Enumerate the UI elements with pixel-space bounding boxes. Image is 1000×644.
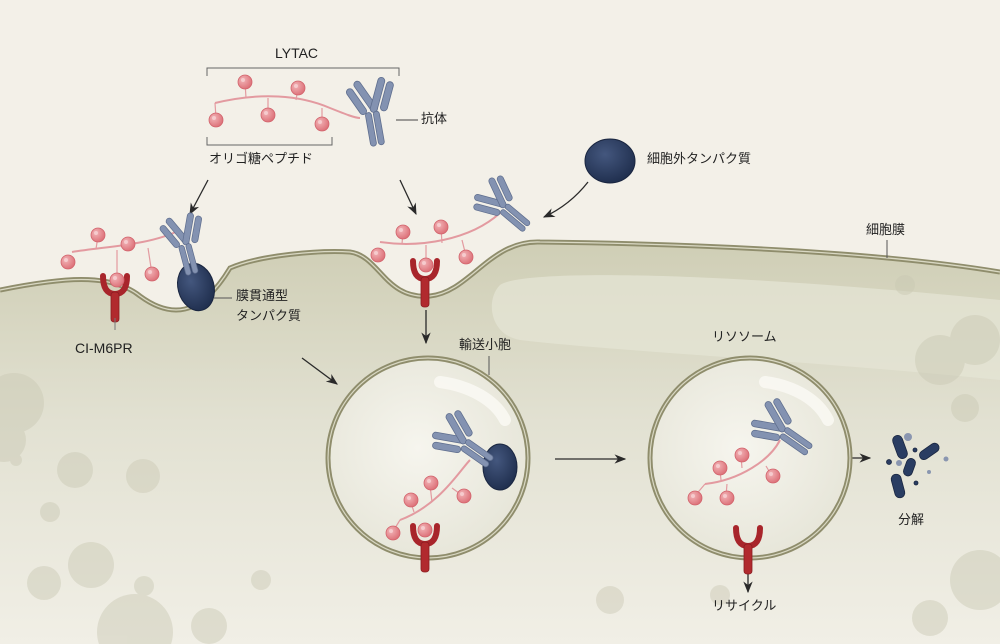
step1-complex (60, 208, 232, 330)
antibody-label: 抗体 (421, 112, 448, 127)
lytac-legend (206, 67, 418, 150)
lysosome (647, 355, 853, 574)
degradation-fragments (886, 433, 949, 499)
recycle-label: リサイクル (712, 599, 777, 614)
lysosome-label: リソソーム (712, 330, 777, 345)
step1-receptor-complex (370, 169, 543, 307)
transport-vesicle-label: 輸送小胞 (459, 338, 512, 353)
cell-membrane-label: 細胞膜 (866, 223, 906, 238)
extracellular-protein-label: 細胞外タンパク質 (647, 152, 752, 167)
glycopeptide-label: オリゴ糖ペプチド (209, 152, 314, 167)
degradation-label: 分解 (898, 513, 925, 528)
membrane-protein-label-1: 膜貫通型 (236, 289, 289, 304)
membrane-protein-label-2: タンパク質 (236, 309, 302, 324)
organelle-shape (491, 275, 1000, 380)
transport-vesicle (325, 355, 531, 572)
lytac-label: LYTAC (275, 45, 319, 61)
cytoplasm-bubbles (0, 275, 1000, 644)
receptor-label: CI-M6PR (75, 340, 133, 356)
extracellular-protein-blob (584, 138, 636, 184)
